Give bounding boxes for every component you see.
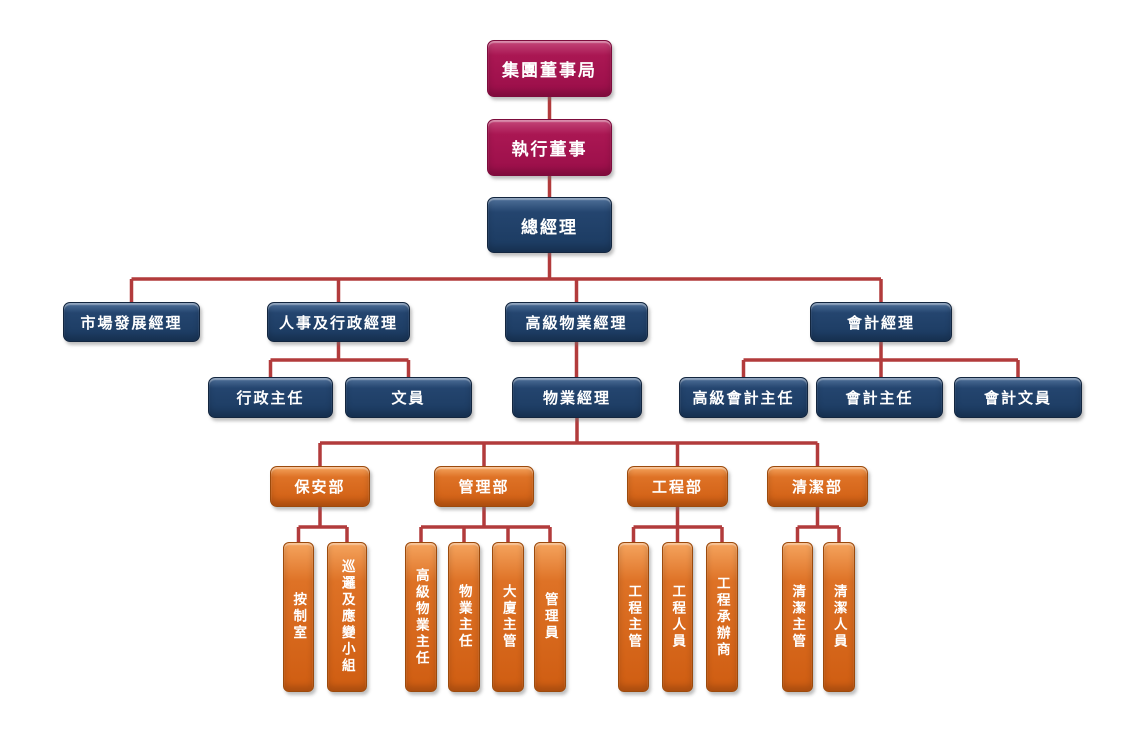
node-engineering-supervisor: 工程主管 — [618, 542, 649, 692]
node-cleaning-supervisor: 清潔主管 — [782, 542, 813, 692]
node-accounting-clerk: 會計文員 — [954, 377, 1082, 418]
node-caretaker: 管理員 — [534, 542, 566, 692]
node-clerk: 文員 — [345, 377, 472, 418]
node-group-board: 集團董事局 — [487, 40, 612, 97]
node-engineering-staff: 工程人員 — [662, 542, 693, 692]
node-property-manager: 物業經理 — [512, 377, 642, 418]
node-accounting-manager: 會計經理 — [810, 302, 952, 342]
node-cleaning-dept: 清潔部 — [767, 466, 868, 507]
node-market-development-manager: 市場發展經理 — [63, 302, 200, 342]
node-cleaning-staff: 清潔人員 — [823, 542, 855, 692]
node-senior-property-manager: 高級物業經理 — [505, 302, 648, 342]
node-security-dept: 保安部 — [270, 466, 370, 507]
node-executive-director: 執行董事 — [487, 119, 612, 176]
node-engineering-dept: 工程部 — [627, 466, 728, 507]
node-hr-admin-manager: 人事及行政經理 — [267, 302, 410, 342]
node-building-supervisor: 大廈主管 — [492, 542, 524, 692]
node-accounting-officer: 會計主任 — [816, 377, 943, 418]
node-engineering-contractor: 工程承辦商 — [706, 542, 738, 692]
node-management-dept: 管理部 — [434, 466, 534, 507]
node-property-officer: 物業主任 — [448, 542, 480, 692]
node-admin-officer: 行政主任 — [208, 377, 333, 418]
node-general-manager: 總經理 — [487, 197, 612, 253]
node-senior-accounting-officer: 高級會計主任 — [679, 377, 808, 418]
node-patrol-response-team: 巡邏及應變小組 — [327, 542, 367, 692]
node-senior-property-officer: 高級物業主任 — [405, 542, 437, 692]
node-control-room: 按制室 — [283, 542, 314, 692]
